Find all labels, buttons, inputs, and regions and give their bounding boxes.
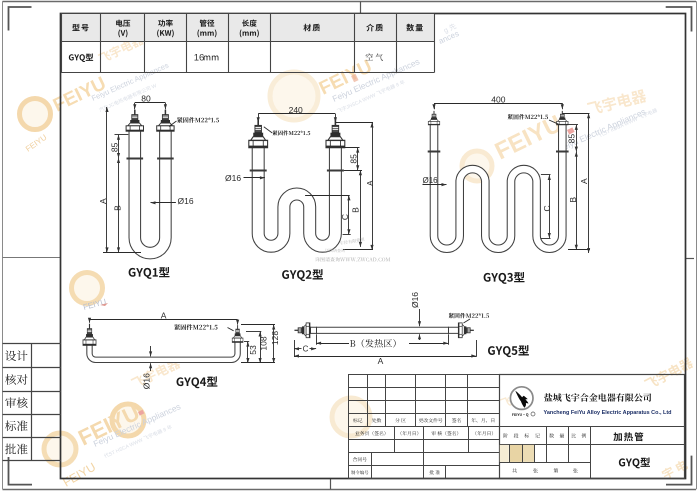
svg-text:A: A	[161, 311, 167, 321]
svg-text:400: 400	[491, 94, 505, 104]
svg-text:Ø16: Ø16	[410, 292, 420, 308]
svg-text:Yancheng FeiYu Alloy Electric: Yancheng FeiYu Alloy Electric Apparatus …	[544, 410, 672, 416]
svg-text:A: A	[365, 180, 375, 186]
svg-text:53: 53	[248, 345, 258, 355]
svg-text:Ø16: Ø16	[142, 373, 152, 389]
svg-text:A: A	[378, 356, 384, 366]
svg-text:C: C	[542, 205, 552, 211]
svg-text:Ø16: Ø16	[423, 176, 439, 185]
svg-text:A: A	[579, 178, 589, 184]
svg-text:B: B	[350, 207, 360, 213]
svg-text:C: C	[303, 344, 309, 353]
svg-text:16: 16	[194, 52, 205, 63]
svg-text:B: B	[113, 205, 123, 211]
svg-text:C: C	[340, 214, 350, 220]
svg-text:Ø16: Ø16	[178, 196, 194, 206]
svg-text:240: 240	[289, 105, 303, 115]
svg-text:85: 85	[109, 142, 119, 152]
svg-text:85: 85	[348, 154, 358, 164]
svg-text:Ø16: Ø16	[225, 173, 241, 183]
svg-text:80: 80	[141, 93, 151, 103]
svg-text:85: 85	[566, 134, 576, 144]
svg-text:108: 108	[259, 336, 269, 350]
svg-text:A: A	[98, 198, 108, 204]
svg-text:128: 128	[270, 331, 280, 345]
svg-text:B: B	[568, 197, 578, 203]
